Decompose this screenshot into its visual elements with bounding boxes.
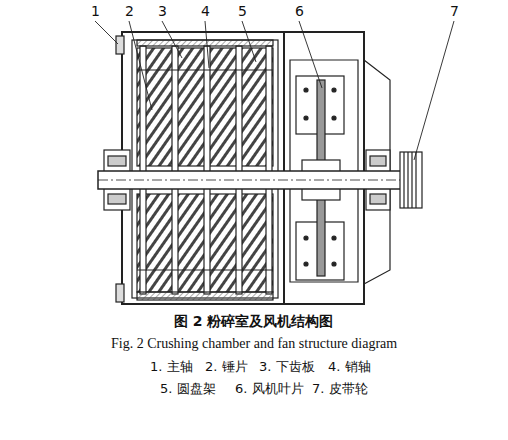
callout-number: 2	[124, 4, 135, 19]
part-legend: 2. 锤片	[205, 360, 248, 374]
callout-number: 5	[237, 4, 248, 19]
part-legend: 5. 圆盘架	[160, 382, 216, 396]
callout-number: 7	[449, 4, 460, 19]
part-legend: 4. 销轴	[328, 360, 371, 374]
part-legend: 3. 下齿板	[259, 360, 315, 374]
part-legend: 1. 主轴	[150, 360, 193, 374]
part-legend: 6. 风机叶片	[235, 382, 304, 396]
figure-caption: 图 2 粉碎室及风机结构图	[174, 314, 334, 329]
callout-number: 4	[200, 4, 211, 19]
part-legend: 7. 皮带轮	[312, 382, 368, 396]
figure-caption-en: Fig. 2 Crushing chamber and fan structur…	[111, 336, 397, 351]
callout-number: 6	[294, 4, 305, 19]
callout-number: 3	[157, 4, 168, 19]
callout-number: 1	[90, 4, 101, 19]
